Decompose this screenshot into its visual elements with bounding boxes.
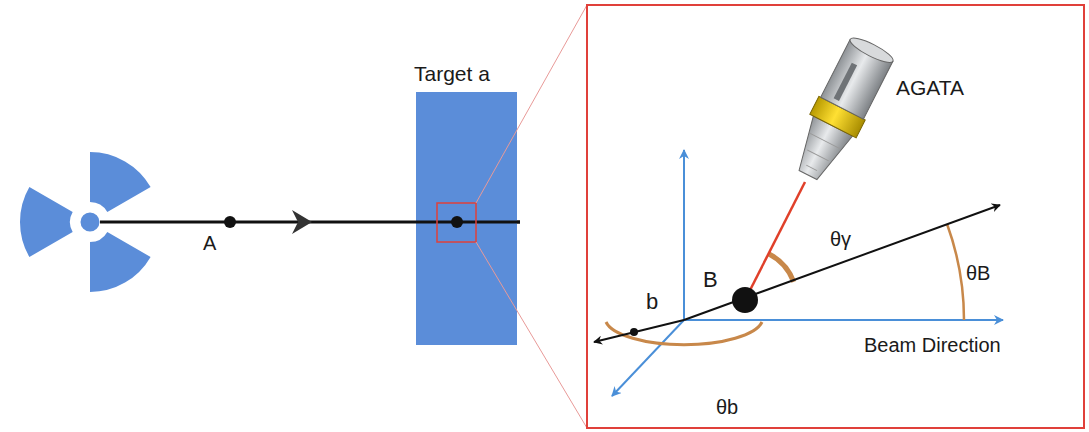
trefoil-blade [20,187,73,257]
axis [683,150,685,320]
particle-b-track [594,320,684,342]
angle-arc [947,224,964,320]
gamma-ray [745,182,805,300]
axis [684,319,1003,321]
angle-arc [769,254,794,282]
angle-label: θγ [830,228,851,250]
zoom-line [476,5,587,203]
target-box: Target a [416,92,517,345]
particle-label: b [646,290,658,314]
zoom-line [476,242,587,428]
detector-label: AGATA [896,76,964,99]
angle-label: θB [966,262,990,284]
beam-line [416,221,520,224]
trefoil-core [79,211,101,233]
agata-detector [785,33,898,187]
target-label: Target a [414,62,490,85]
particle-b-track [684,205,1000,320]
interaction-point [451,216,463,228]
particle-b [630,328,638,336]
beam-chevron [292,210,312,234]
angle-label: θb [716,396,738,418]
target-slab [416,92,517,345]
nucleus-b [732,287,758,313]
axis [612,320,684,396]
trefoil-blade [90,232,151,292]
zoom-box [437,203,476,242]
axis-label: Beam Direction [864,334,1001,356]
trefoil-blade [90,152,151,212]
point-a [224,216,236,228]
zoom-panel [587,5,1084,428]
nucleus-label: B [703,268,718,292]
point-label: A [203,232,216,254]
